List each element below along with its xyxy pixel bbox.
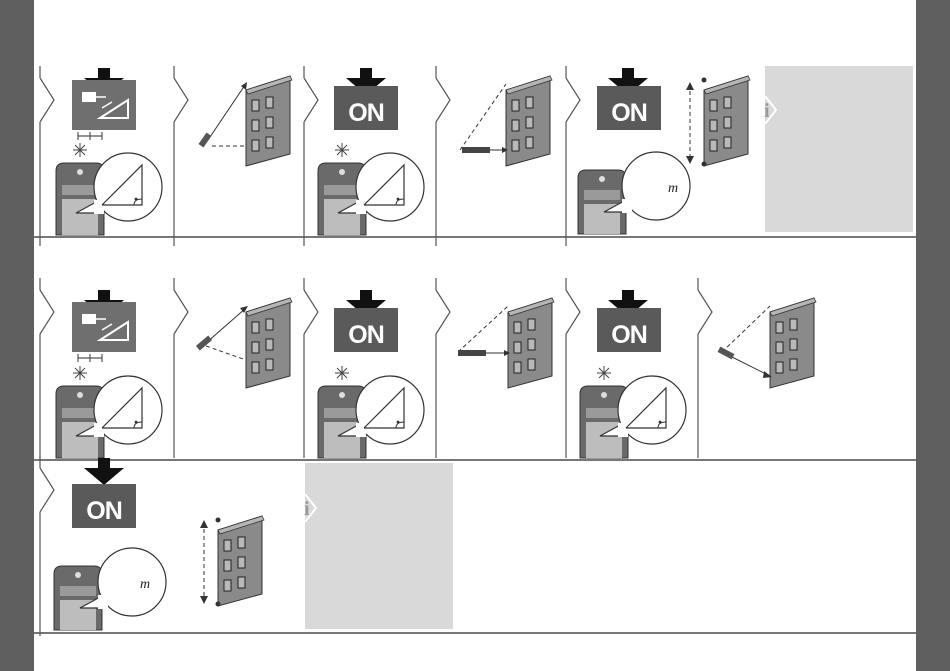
aim-top-point-icon [196, 298, 292, 388]
device-triangle-display-icon [56, 366, 162, 458]
on-button-label: ON [348, 99, 384, 127]
step-divider [436, 278, 450, 458]
aim-top-point-icon [199, 76, 292, 166]
step-divider [40, 278, 54, 458]
height-result-icon [200, 516, 264, 607]
svg-text:i: i [764, 100, 770, 122]
step-divider [566, 278, 580, 458]
svg-text:i: i [304, 498, 310, 520]
on-button-label: ON [348, 321, 384, 349]
device-triangle-display-icon [580, 366, 686, 458]
aim-horizontal-point-icon [460, 76, 552, 166]
pythagoras-mode-icon [72, 302, 136, 362]
device-triangle-display-icon [56, 143, 162, 235]
step-divider [174, 278, 188, 458]
unit-label: m [668, 181, 678, 196]
step-divider [304, 278, 318, 458]
device-triangle-display-icon [318, 366, 424, 458]
info-icon: i [764, 96, 776, 124]
step-divider [304, 66, 318, 246]
on-button-label: ON [611, 321, 647, 349]
step-divider [40, 66, 54, 246]
on-button-label: ON [611, 99, 647, 127]
height-result-icon [686, 76, 750, 167]
info-icon: i [304, 494, 316, 522]
step-divider [436, 66, 450, 246]
unit-label: m [140, 577, 150, 592]
row-3: ON m i [40, 456, 316, 636]
down-arrow-icon [84, 458, 124, 485]
row-2: ON ON [40, 278, 816, 458]
device-triangle-display-icon [318, 143, 424, 235]
aim-horizontal-point-icon [458, 298, 554, 388]
aim-bottom-point-icon [718, 298, 816, 388]
pythagoras-mode-icon [72, 80, 136, 140]
step-divider [698, 278, 712, 458]
step-divider [40, 456, 54, 636]
step-divider [174, 66, 188, 246]
on-button-label: ON [86, 497, 122, 525]
row-1: ON ON m i [40, 66, 776, 246]
